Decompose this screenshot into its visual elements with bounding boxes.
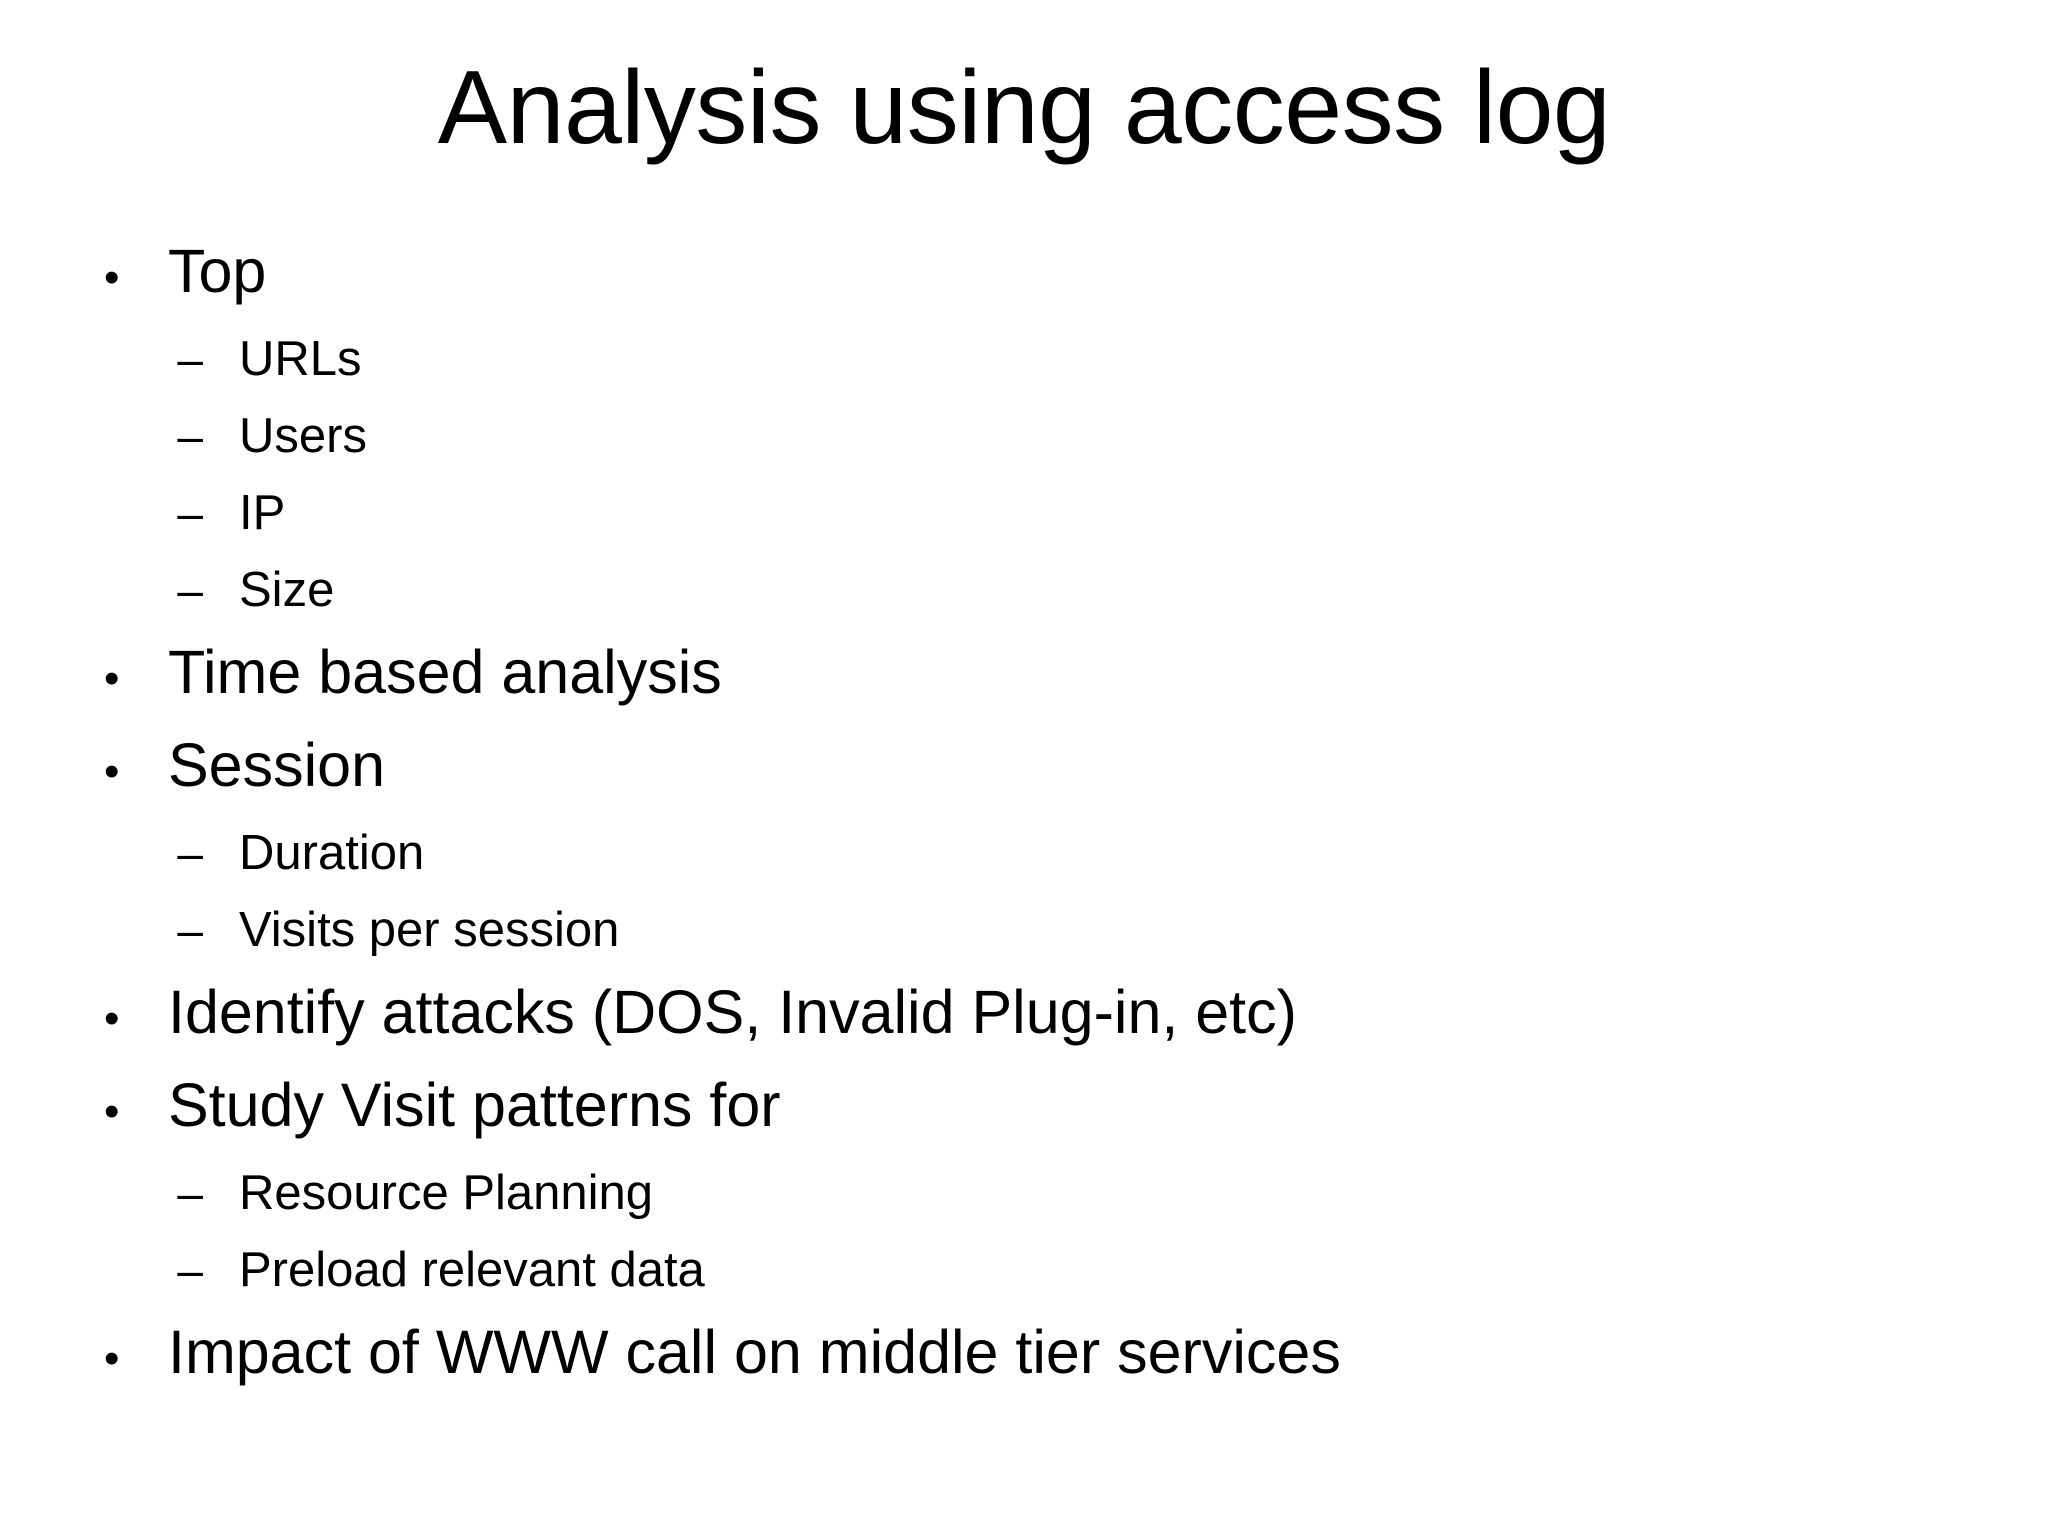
list-item-label: Study Visit patterns for [168, 1071, 781, 1139]
list-item[interactable]: – Size [96, 552, 1976, 629]
list-item[interactable]: – URLs [96, 321, 1976, 398]
list-item-label: Visits per session [239, 903, 620, 957]
list-item[interactable]: • Top [96, 228, 1976, 321]
list-item[interactable]: • Study Visit patterns for [96, 1062, 1976, 1155]
bullet-marker-level2: – [177, 333, 203, 385]
bullet-marker-level1: • [104, 253, 120, 302]
bullet-marker-level2: – [177, 564, 203, 616]
list-item[interactable]: • Impact of WWW call on middle tier serv… [96, 1309, 1976, 1402]
list-item-label: Time based analysis [168, 638, 722, 706]
list-item-label: Identify attacks (DOS, Invalid Plug-in, … [168, 978, 1297, 1046]
list-item[interactable]: – IP [96, 475, 1976, 552]
bullet-marker-level2: – [177, 410, 203, 462]
list-item[interactable]: – Duration [96, 815, 1976, 892]
list-item[interactable]: • Session [96, 722, 1976, 815]
list-item-label: Top [168, 237, 267, 305]
list-item[interactable]: • Time based analysis [96, 629, 1976, 722]
list-item[interactable]: – Users [96, 398, 1976, 475]
bullet-marker-level2: – [177, 487, 203, 539]
bullet-marker-level1: • [104, 1087, 120, 1136]
list-item-label: Impact of WWW call on middle tier servic… [168, 1318, 1341, 1386]
bullet-marker-level1: • [104, 1334, 120, 1383]
bullet-marker-level2: – [177, 904, 203, 956]
list-item-label: Duration [239, 826, 425, 880]
list-item[interactable]: – Visits per session [96, 892, 1976, 969]
list-item[interactable]: – Preload relevant data [96, 1232, 1976, 1309]
list-item-label: URLs [239, 332, 362, 386]
list-item-label: IP [239, 486, 286, 540]
bullet-marker-level1: • [104, 747, 120, 796]
bullet-marker-level2: – [177, 1167, 203, 1219]
list-item-label: Session [168, 731, 386, 799]
list-item-label: Preload relevant data [239, 1243, 705, 1297]
page-title: Analysis using access log [437, 50, 1611, 166]
bullet-marker-level2: – [177, 1244, 203, 1296]
bullet-marker-level1: • [104, 994, 120, 1043]
bullet-marker-level2: – [177, 827, 203, 879]
list-item-label: Resource Planning [239, 1166, 654, 1220]
list-item[interactable]: – Resource Planning [96, 1155, 1976, 1232]
list-item-label: Users [239, 409, 367, 463]
bullet-list: • Top – URLs – Users – IP – Size • Time … [96, 228, 1976, 1402]
list-item[interactable]: • Identify attacks (DOS, Invalid Plug-in… [96, 969, 1976, 1062]
list-item-label: Size [239, 563, 335, 617]
bullet-marker-level1: • [104, 654, 120, 703]
